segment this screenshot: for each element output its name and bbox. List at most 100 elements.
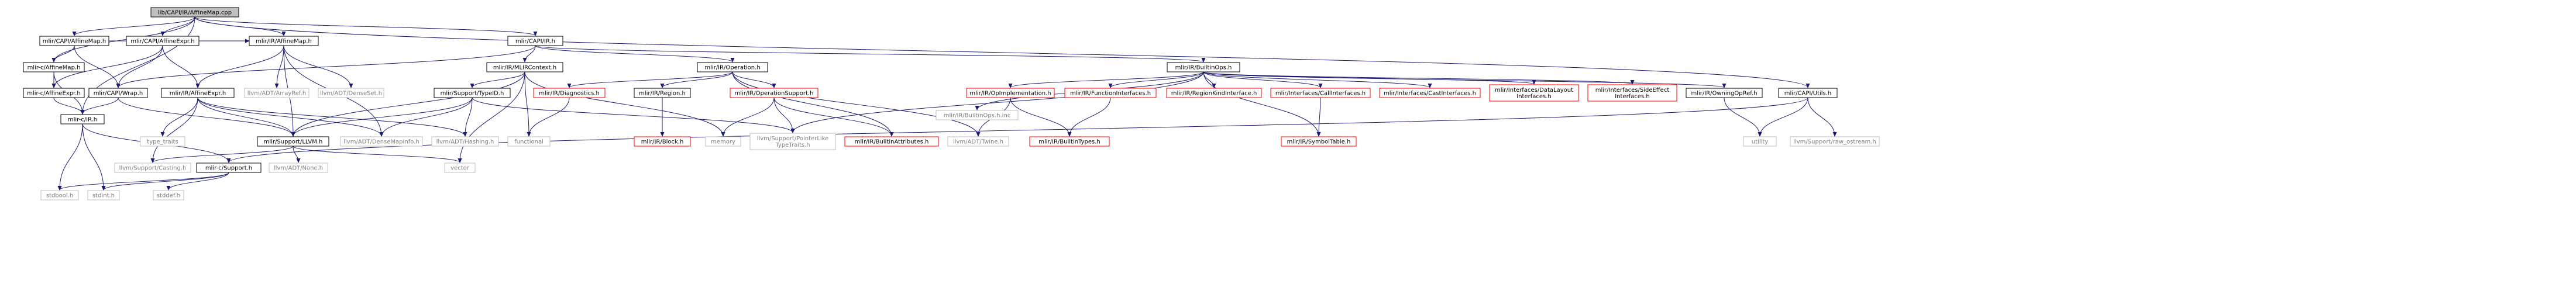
node-ir-symboltable-h[interactable]: mlir/IR/SymbolTable.h: [1281, 136, 1357, 147]
node-capi-wrap-h[interactable]: mlir/CAPI/Wrap.h: [88, 88, 148, 98]
edge-ir-mlircontext-h-to-functional: [524, 71, 531, 137]
node-vector: vector: [444, 162, 476, 173]
node-ifc-function-h[interactable]: mlir/IR/FunctionInterfaces.h: [1064, 88, 1157, 98]
edge-ir-opimpl-h-to-ir-builtintypes-h: [1010, 97, 1072, 137]
edge-ir-builtinops-h-to-ifc-function-h: [1108, 71, 1204, 88]
node-label-mlirc-support-h: mlir-c/Support.h: [205, 165, 252, 172]
node-box-llvm-hashing: [431, 136, 499, 147]
node-box-llvm-none: [269, 162, 328, 173]
node-ir-builtintypes-h[interactable]: mlir/IR/BuiltinTypes.h: [1029, 136, 1110, 147]
node-memory: memory: [705, 136, 741, 147]
node-ir-regionkind-h[interactable]: mlir/IR/RegionKindInterface.h: [1166, 88, 1262, 98]
node-ir-mlircontext-h[interactable]: mlir/IR/MLIRContext.h: [486, 62, 563, 72]
node-capi-utils-h[interactable]: mlir/CAPI/Utils.h: [1778, 88, 1838, 98]
node-box-llvm-twine: [947, 136, 1009, 147]
node-ir-builtinops-h[interactable]: mlir/IR/BuiltinOps.h: [1167, 62, 1240, 72]
node-ir-builtinattr-h[interactable]: mlir/IR/BuiltinAttributes.h: [844, 136, 939, 147]
node-label-stdint: stdint.h: [92, 193, 115, 199]
node-box-builtinops-inc: [936, 110, 1019, 120]
node-box-mlirc-affineexpr-h: [23, 88, 85, 98]
edge-support-typeid-h-to-llvm-densemapinfo: [379, 97, 473, 137]
node-label-capi-ir-h: mlir/CAPI/IR.h: [515, 39, 555, 45]
edge-ir-affinemap-h-to-llvm-denseset: [283, 45, 353, 88]
node-label-ir-block-h: mlir/IR/Block.h: [641, 139, 684, 146]
node-ifc-call-h[interactable]: mlir/Interfaces/CallInterfaces.h: [1270, 88, 1371, 98]
node-ir-owningopref-h[interactable]: mlir/IR/OwningOpRef.h: [1686, 88, 1763, 98]
node-label-ir-affineexpr-h: mlir/IR/AffineExpr.h: [170, 91, 226, 97]
edges-layer: [51, 16, 1837, 191]
node-box-ifc-function-h: [1064, 88, 1157, 98]
node-box-llvm-raw-ostream: [1790, 136, 1880, 147]
node-mlirc-affineexpr-h[interactable]: mlir-c/AffineExpr.h: [23, 88, 85, 98]
node-ir-operation-h[interactable]: mlir/IR/Operation.h: [697, 62, 768, 72]
node-label-llvm-casting: llvm/Support/Casting.h: [119, 165, 187, 172]
node-box-ir-region-h: [634, 88, 691, 98]
node-ir-affineexpr-h[interactable]: mlir/IR/AffineExpr.h: [161, 88, 235, 98]
node-capi-ir-h[interactable]: mlir/CAPI/IR.h: [507, 36, 563, 46]
edge-ir-operation-h-to-ir-builtinattr-h: [732, 71, 894, 137]
node-label-builtinops-inc: mlir/IR/BuiltinOps.h.inc: [944, 113, 1011, 119]
node-mlirc-support-h[interactable]: mlir-c/Support.h: [196, 162, 262, 173]
node-mlirc-affinemap-h[interactable]: mlir-c/AffineMap.h: [23, 62, 85, 72]
edge-ir-mlircontext-h-to-memory: [524, 71, 725, 137]
node-ir-block-h[interactable]: mlir/IR/Block.h: [634, 136, 691, 147]
node-label-capi-wrap-h: mlir/CAPI/Wrap.h: [94, 91, 143, 97]
node-box-ifc-call-h: [1270, 88, 1371, 98]
node-ir-operationsupport-h[interactable]: mlir/IR/OperationSupport.h: [730, 88, 818, 98]
node-box-llvm-denseset: [318, 88, 384, 98]
node-box-stdint: [87, 190, 120, 200]
node-box-ifc-datalayout-h: [1489, 84, 1579, 102]
edge-support-llvm-h-to-llvm-none: [293, 146, 301, 163]
edge-ir-affineexpr-h-to-llvm-densemapinfo: [197, 97, 384, 137]
edge-ir-builtinops-h-to-ifc-sideeffect-h: [1203, 71, 1634, 85]
node-label-llvm-raw-ostream: llvm/Support/raw_ostream.h: [1793, 139, 1876, 146]
edge-support-typeid-h-to-support-llvm-h: [291, 97, 473, 137]
edge-ir-affinemap-h-to-llvm-arrayref: [274, 45, 284, 88]
edge-mlirc-ir-h-to-stdbool: [57, 123, 83, 191]
node-label-mlirc-ir-h: mlir-c/IR.h: [68, 117, 97, 123]
node-ir-affinemap-h[interactable]: mlir/IR/AffineMap.h: [249, 36, 319, 46]
node-label-memory: memory: [711, 139, 735, 146]
node-ifc-cast-h[interactable]: mlir/Interfaces/CastInterfaces.h: [1379, 88, 1481, 98]
edge-mlirc-support-h-to-stddef: [166, 172, 229, 191]
node-ir-region-h[interactable]: mlir/IR/Region.h: [634, 88, 691, 98]
node-utility: utility: [1743, 136, 1777, 147]
node-box-capi-ir-h: [507, 36, 563, 46]
node-box-llvm-densemapinfo: [340, 136, 423, 147]
node-box-capi-wrap-h: [88, 88, 148, 98]
edge-capi-utils-h-to-utility: [1758, 97, 1808, 137]
node-ir-opimpl-h[interactable]: mlir/IR/OpImplementation.h: [966, 88, 1055, 98]
node-support-typeid-h[interactable]: mlir/Support/TypeID.h: [434, 88, 511, 98]
node-label-ifc-function-h: mlir/IR/FunctionInterfaces.h: [1070, 91, 1151, 97]
node-label-support-llvm-h: mlir/Support/LLVM.h: [264, 139, 323, 146]
node-label-ir-builtinops-h: mlir/IR/BuiltinOps.h: [1175, 65, 1232, 71]
node-stdint: stdint.h: [87, 190, 120, 200]
node-box-memory: [705, 136, 741, 147]
node-label-vector: vector: [450, 165, 470, 172]
edge-capi-ir-h-to-ir-mlircontext-h: [522, 45, 536, 63]
edge-ir-affineexpr-h-to-type-traits: [160, 97, 198, 137]
node-support-llvm-h[interactable]: mlir/Support/LLVM.h: [257, 136, 329, 147]
node-llvm-twine: llvm/ADT/Twine.h: [947, 136, 1009, 147]
node-box-support-llvm-h: [257, 136, 329, 147]
node-label-ir-regionkind-h: mlir/IR/RegionKindInterface.h: [1171, 91, 1257, 97]
node-box-stdbool: [40, 190, 79, 200]
edge-capi-utils-h-to-llvm-raw-ostream: [1807, 97, 1837, 137]
node-box-mlirc-ir-h: [60, 114, 105, 124]
node-mlirc-ir-h[interactable]: mlir-c/IR.h: [60, 114, 105, 124]
edge-ir-builtinops-h-to-llvm-pointerlike: [790, 71, 1204, 133]
node-box-ifc-cast-h: [1379, 88, 1481, 98]
node-ir-diagnostics-h[interactable]: mlir/IR/Diagnostics.h: [533, 88, 606, 98]
edge-ir-affineexpr-h-to-support-llvm-h: [197, 97, 295, 137]
node-root[interactable]: lib/CAPI/IR/AffineMap.cpp: [150, 7, 239, 18]
node-capi-affinemap-h[interactable]: mlir/CAPI/AffineMap.h: [39, 36, 109, 46]
node-stddef: stddef.h: [153, 190, 184, 200]
node-label-ir-operation-h: mlir/IR/Operation.h: [704, 65, 760, 71]
node-llvm-arrayref: llvm/ADT/ArrayRef.h: [244, 88, 309, 98]
node-capi-affineexpr-h[interactable]: mlir/CAPI/AffineExpr.h: [126, 36, 200, 46]
